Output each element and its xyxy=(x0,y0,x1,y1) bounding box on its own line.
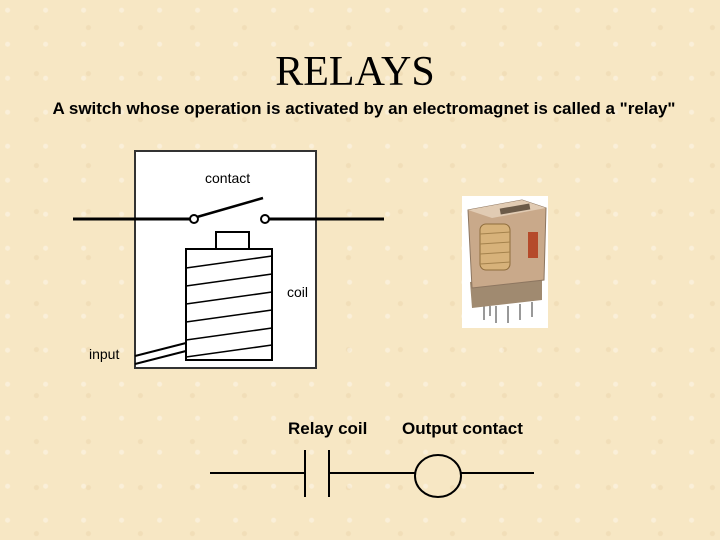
output-contact-label: Output contact xyxy=(402,419,523,438)
slide-subtitle: A switch whose operation is activated by… xyxy=(52,99,676,118)
relay-label-strip xyxy=(499,203,531,215)
input-lead-2 xyxy=(134,350,187,365)
coil-core xyxy=(185,248,273,361)
input-lead-1 xyxy=(134,342,187,357)
relay-coil-wires xyxy=(479,231,511,265)
contact-terminal-right xyxy=(260,214,270,224)
coil-label: coil xyxy=(287,284,309,300)
contact-label: contact xyxy=(205,170,251,186)
slide-title: RELAYS xyxy=(275,49,435,95)
relay-coil-photo xyxy=(479,223,511,271)
relay-pins xyxy=(483,302,533,323)
relay-coil-label: Relay coil xyxy=(288,419,368,438)
contact-terminal-left xyxy=(189,214,199,224)
contact-arm xyxy=(196,196,264,219)
coil-windings xyxy=(185,255,273,358)
relay-photo-icon xyxy=(462,196,548,328)
relay-red-tab xyxy=(528,232,538,258)
output-contact-circle xyxy=(414,454,462,498)
input-label: input xyxy=(89,346,120,362)
